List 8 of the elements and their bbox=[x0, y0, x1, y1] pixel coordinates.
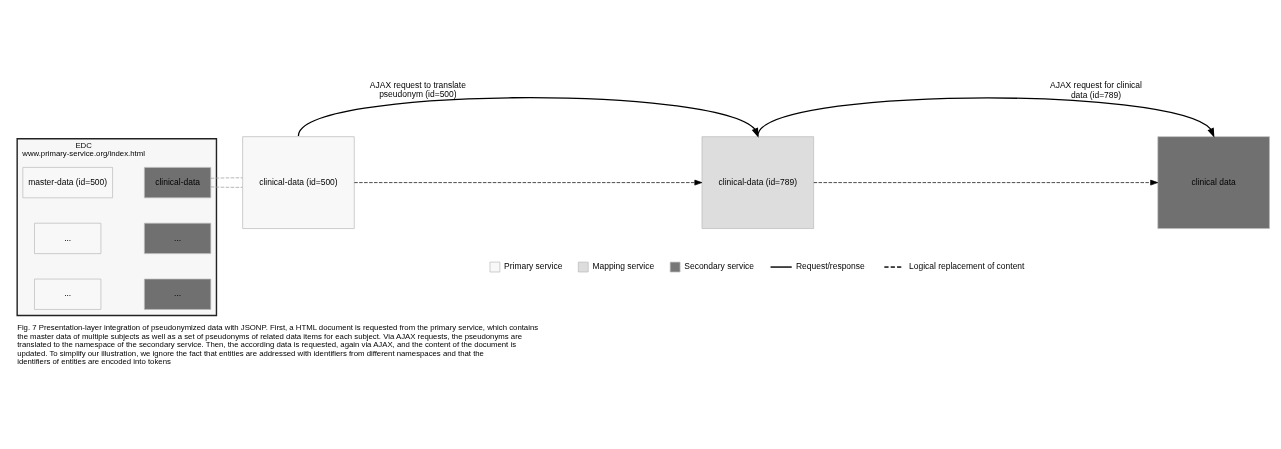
legend-label: Primary service bbox=[504, 260, 563, 271]
edge-label: AJAX request to translate pseudonym (id=500) bbox=[369, 79, 466, 99]
legend-label: Request/response bbox=[795, 260, 865, 271]
legend-label: Secondary service bbox=[684, 260, 754, 271]
legend-label: Mapping service bbox=[592, 260, 655, 271]
edge-label: AJAX request for clinical data (id=789) bbox=[1050, 79, 1142, 100]
caption: Fig. 7 Presentation-layer integration of pseudonymized data with JSONP. First, a HTML document is requested from the primary service, which contains the master data of multiple subjects as well as a set of pseudonyms of related data items for each subject. Via AJAX requests, the pseudonyms are translated to the namespace of the secondary service. Then, the according data is requested, again via AJAX, and the content of the document is updated. To simplify our illustration, we ignore the fact that entities are addressed with identifiers from different namespaces and that the identifiers of entities are encoded into tokens bbox=[17, 322, 539, 366]
legend-label: Logical replacement of content bbox=[909, 260, 1025, 271]
